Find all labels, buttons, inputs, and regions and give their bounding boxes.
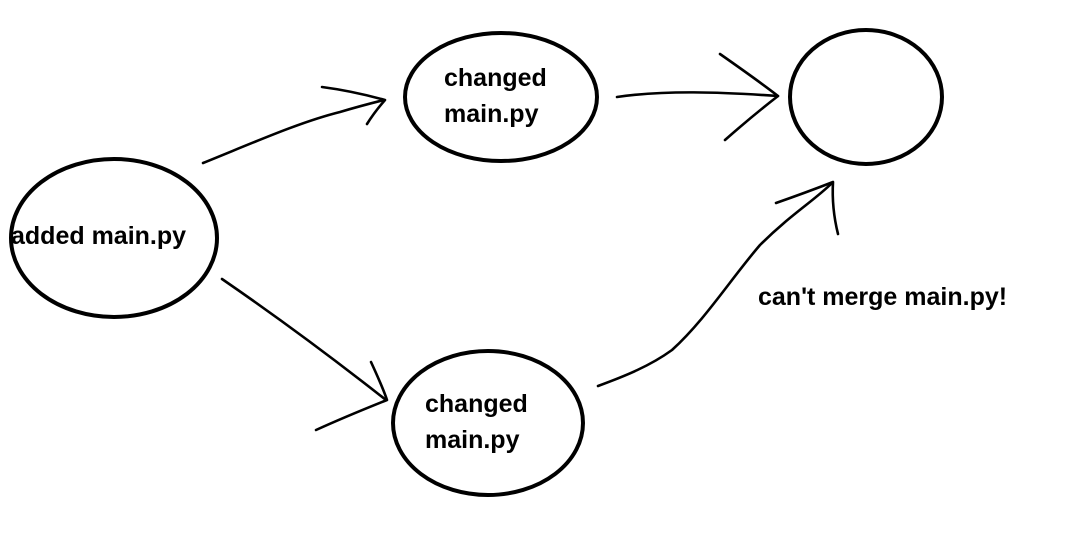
arrow-root-to-bottom-line [220,277,388,402]
arrow-top-to-merge-line [615,91,780,99]
top-change-node-outline [403,31,599,163]
root-node-text: added main.py [11,222,187,250]
arrow-root-to-top-head [320,85,387,126]
merge-conflict-annotation: can't merge main.py! [758,279,1007,315]
merge-conflict-text: can't merge main.py! [758,283,1008,311]
arrow-root-to-bottom-head [314,360,389,432]
arrow-bottom-to-merge-line [596,181,834,388]
root-node-outline [9,157,219,319]
arrow-bottom-to-merge-head [774,180,840,236]
top-change-line2: main.py [444,100,539,128]
root-node-label: added main.py [11,218,186,254]
bottom-change-node-label: changed main.py [425,386,528,458]
merge-node-outline [788,28,944,166]
arrow-top-to-merge-head [718,52,780,142]
top-change-line1: changed [444,64,547,92]
bottom-change-line1: changed [425,390,528,418]
top-change-node-label: changed main.py [444,60,547,132]
bottom-change-node-outline [391,349,585,497]
arrow-root-to-top-line [201,98,386,165]
bottom-change-line2: main.py [425,426,520,454]
